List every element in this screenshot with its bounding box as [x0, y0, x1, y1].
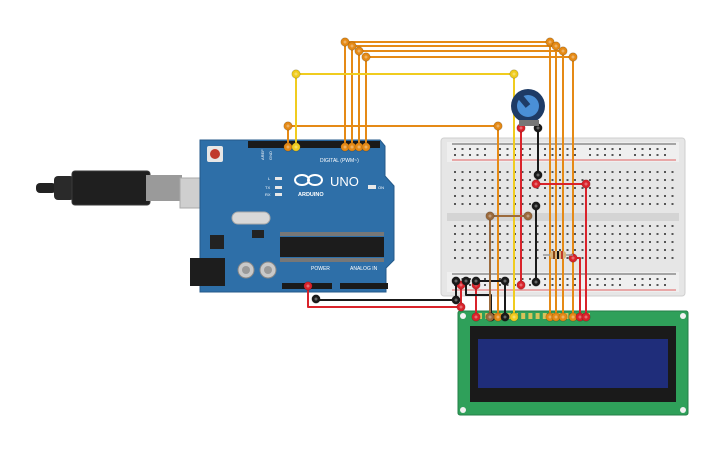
potentiometer-icon[interactable] [511, 89, 545, 126]
rx-label: RX [265, 192, 271, 197]
arduino-logo: UNO ARDUINO [294, 174, 359, 198]
analog-header [340, 283, 388, 289]
regulator-chip [210, 235, 224, 249]
lcd-screen [478, 339, 668, 388]
power-jack-icon[interactable] [190, 258, 225, 286]
wire-orange-d3 [351, 45, 557, 317]
on-label: ON [378, 185, 384, 190]
aref-label: AREF [260, 149, 265, 160]
board-brand-label: ARDUINO [298, 192, 324, 198]
analog-in-label: ANALOG IN [350, 266, 378, 272]
tx-label: TX [265, 185, 270, 190]
l-led-label: L [268, 176, 271, 181]
lcd-16x2[interactable] [457, 310, 689, 416]
wire-red-5v [307, 285, 462, 308]
digital-header [248, 141, 380, 148]
power-label: POWER [311, 266, 330, 272]
atmega-chip [280, 237, 384, 257]
board-name-label: UNO [330, 174, 359, 189]
resistor-icon[interactable] [543, 251, 573, 259]
wire-orange-d2 [344, 41, 551, 317]
crystal [231, 211, 271, 225]
wire-orange-d5 [365, 56, 574, 317]
usb-cable-icon[interactable] [36, 170, 209, 209]
breadboard-holes [454, 148, 674, 286]
wire-orange-d12 [287, 125, 499, 317]
reset-button-icon[interactable] [207, 146, 223, 162]
on-led [368, 185, 376, 189]
gnd-label: GND [268, 151, 273, 160]
digital-pwm-label: DIGITAL (PWM~) [320, 158, 359, 164]
wire-endpoints [283, 37, 591, 322]
arduino-uno-board[interactable]: UNO ARDUINO DIGITAL (PWM~) AREF GND ON L… [36, 139, 395, 293]
wire-yellow-d11 [295, 73, 515, 317]
